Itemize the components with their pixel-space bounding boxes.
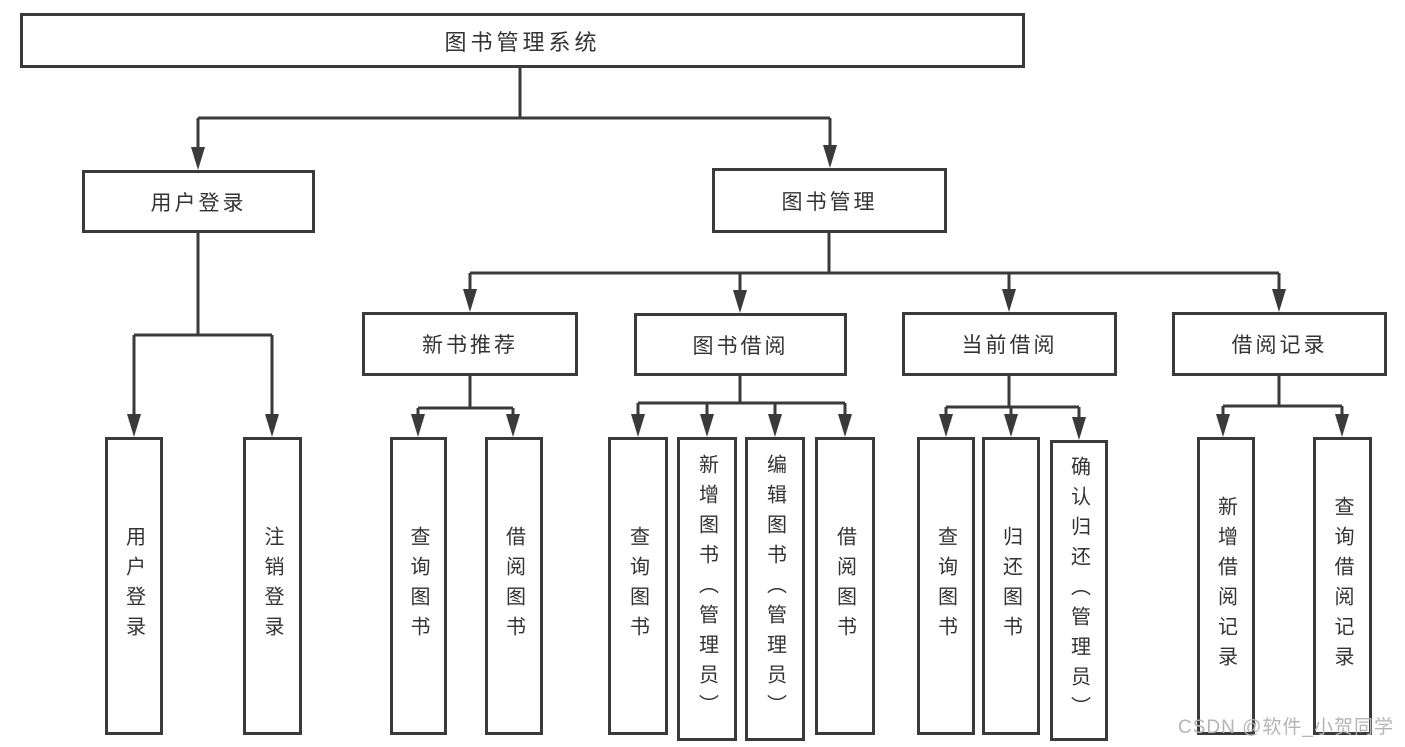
node-label: 新增图书（管理员） [695,454,718,724]
leaf-borrow-books-borrow: 借阅图书 [815,437,875,735]
node-label: 查询图书 [934,526,957,646]
leaf-add-book-admin: 新增图书（管理员） [677,437,737,741]
node-label: 确认归还（管理员） [1067,455,1090,726]
node-label: 借阅图书 [833,526,856,646]
node-library-management-system: 图书管理系统 [20,13,1025,68]
leaf-user-login: 用户登录 [105,437,163,735]
node-label: 归还图书 [999,526,1022,646]
leaf-query-books-borrow: 查询图书 [608,437,668,735]
node-current-borrowing: 当前借阅 [902,312,1117,376]
node-label: 编辑图书（管理员） [763,454,786,724]
node-new-book-recommend: 新书推荐 [362,312,578,376]
leaf-logout: 注销登录 [243,437,302,735]
leaf-query-borrow-record: 查询借阅记录 [1313,437,1372,735]
csdn-watermark: CSDN @软件_小贺同学 [1178,717,1394,738]
leaf-edit-book-admin: 编辑图书（管理员） [745,437,805,741]
node-label: 用户登录 [122,526,145,646]
node-book-management: 图书管理 [712,168,947,233]
node-book-borrowing: 图书借阅 [634,313,847,376]
leaf-query-books-recommend: 查询图书 [390,437,447,735]
node-label: 新增借阅记录 [1214,496,1237,676]
node-label: 借阅记录 [1231,334,1328,357]
leaf-return-books: 归还图书 [982,437,1040,735]
node-label: 用户登录 [150,191,247,215]
leaf-add-borrow-record: 新增借阅记录 [1197,437,1255,735]
node-label: 注销登录 [261,526,283,646]
node-label: 图书管理 [781,190,878,214]
leaf-query-books-current: 查询图书 [917,437,975,735]
node-label: 当前借阅 [961,334,1058,357]
node-borrowing-records: 借阅记录 [1172,312,1387,376]
leaf-confirm-return-admin: 确认归还（管理员） [1050,440,1108,741]
leaf-borrow-books-recommend: 借阅图书 [485,437,543,735]
node-user-login: 用户登录 [82,170,315,233]
node-label: 图书管理系统 [444,29,601,55]
node-label: 图书借阅 [692,334,789,358]
node-label: 查询借阅记录 [1331,496,1353,676]
node-label: 借阅图书 [502,526,525,646]
node-label: 新书推荐 [422,334,518,357]
node-label: 查询图书 [407,526,429,646]
node-label: 查询图书 [626,526,649,646]
